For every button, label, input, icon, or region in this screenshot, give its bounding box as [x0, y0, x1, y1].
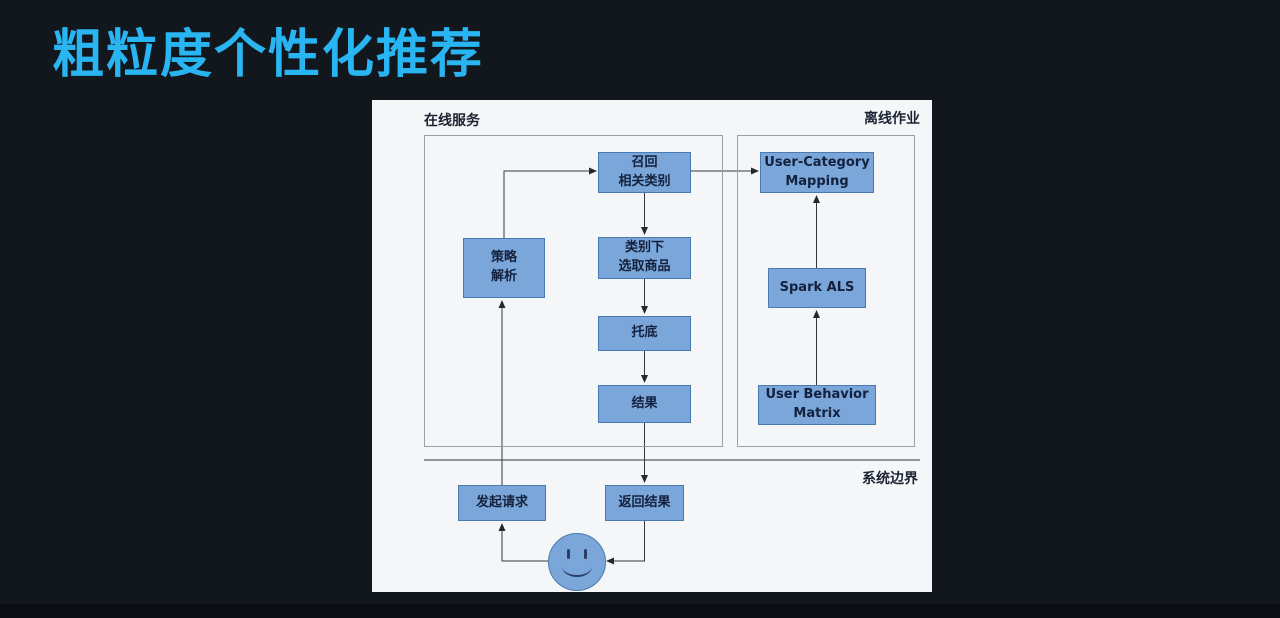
- node-select-line1: 类别下: [624, 240, 664, 256]
- region-label-offline-jobs: 离线作业: [864, 111, 920, 127]
- diagram-panel: 在线服务 离线作业 系统边界 策略 解析 召回 相关类别 类别下 选取商品 托底…: [372, 100, 932, 592]
- smiley-right-eye: [584, 549, 587, 559]
- node-ucm-line1: User-Category: [764, 154, 870, 170]
- region-label-system-boundary: 系统边界: [862, 471, 918, 487]
- node-user-category-mapping: User-Category Mapping: [760, 152, 874, 193]
- node-spark-als: Spark ALS: [768, 268, 866, 308]
- user-smiley-face-icon: [548, 533, 606, 591]
- node-ubm-line1: User Behavior: [765, 387, 869, 403]
- node-ucm-line2: Mapping: [785, 173, 849, 189]
- node-select-line2: 选取商品: [618, 259, 671, 274]
- node-return-result: 返回结果: [605, 485, 684, 521]
- node-fallback: 托底: [598, 316, 691, 351]
- node-recall-line2: 相关类别: [618, 173, 671, 189]
- node-strategy-parse-line2: 解析: [490, 269, 517, 284]
- node-strategy-parse: 策略 解析: [463, 238, 545, 298]
- node-user-behavior-matrix: User Behavior Matrix: [758, 385, 876, 425]
- node-send-request: 发起请求: [458, 485, 546, 521]
- node-select-items-under-category: 类别下 选取商品: [598, 237, 691, 279]
- bottom-bar: [0, 604, 1280, 618]
- node-ubm-line2: Matrix: [793, 406, 841, 421]
- node-result: 结果: [598, 385, 691, 423]
- node-strategy-parse-line1: 策略: [490, 250, 517, 266]
- smiley-mouth: [562, 556, 592, 577]
- region-label-online-service: 在线服务: [424, 113, 480, 129]
- smiley-left-eye: [567, 549, 570, 559]
- flow-arrows: [424, 167, 920, 565]
- slide-title: 粗粒度个性化推荐: [52, 25, 485, 85]
- node-recall-related-categories: 召回 相关类别: [598, 152, 691, 193]
- online-service-container: [424, 135, 723, 447]
- node-recall-line1: 召回: [631, 154, 658, 170]
- offline-jobs-container: [737, 135, 915, 447]
